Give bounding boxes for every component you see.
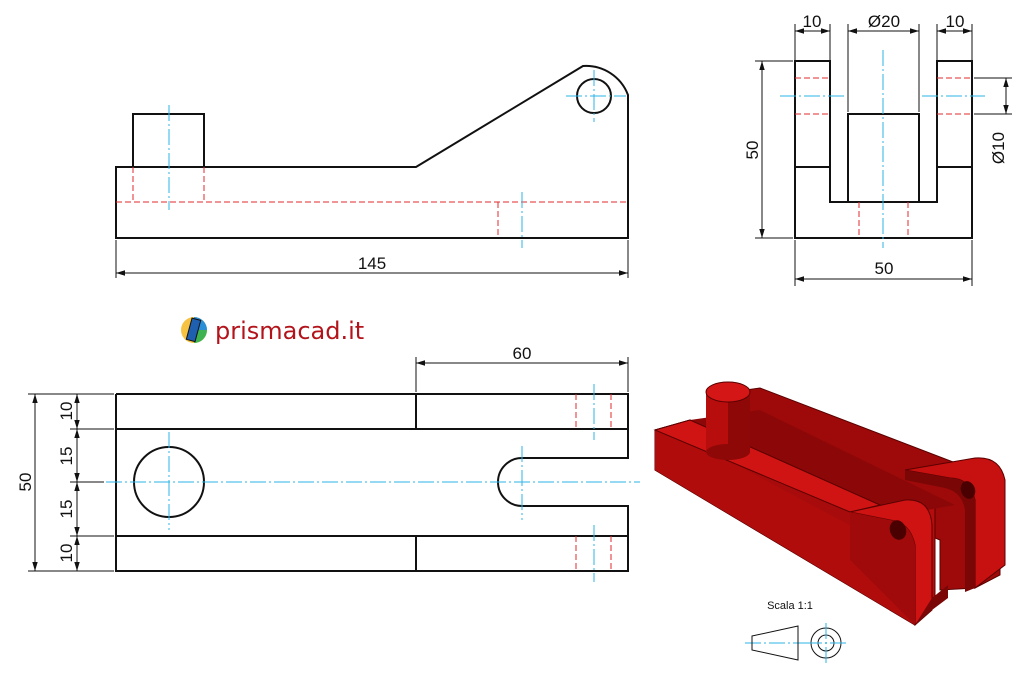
dim-top-seg-2: 15: [57, 447, 76, 466]
dim-side-right-width: 10: [946, 12, 965, 31]
dim-front-length: 145: [358, 254, 386, 273]
front-view-outline: [115, 64, 629, 239]
brand-logo: prismacad.it: [181, 317, 364, 345]
dim-side-height: 50: [743, 141, 762, 160]
dim-top-seg-4: 10: [57, 544, 76, 563]
top-view-outline: [115, 393, 629, 572]
dim-side-hole-dia: Ø20: [868, 12, 900, 31]
brand-name: prismacad.it: [215, 317, 364, 345]
dim-top-total-height: 50: [16, 473, 35, 492]
dim-side-base-width: 50: [875, 259, 894, 278]
dim-side-left-width: 10: [803, 12, 822, 31]
cone-symbol: [751, 625, 799, 661]
scale-label: Scala 1:1: [767, 600, 813, 612]
projection-symbol: Scala 1:1: [745, 600, 846, 663]
top-view: 60 50 10 15 15 10: [16, 344, 640, 582]
isometric-render: [653, 381, 1006, 627]
dim-top-seg-3: 15: [57, 500, 76, 519]
side-view-outline: [794, 60, 973, 239]
dim-top-seg-1: 10: [57, 402, 76, 421]
front-view: 145: [115, 64, 629, 278]
dim-side-pin-dia: Ø10: [989, 132, 1008, 164]
side-view: 10 Ø20 10 50 Ø10 50: [743, 12, 1012, 286]
dim-top-slot-length: 60: [513, 344, 532, 363]
